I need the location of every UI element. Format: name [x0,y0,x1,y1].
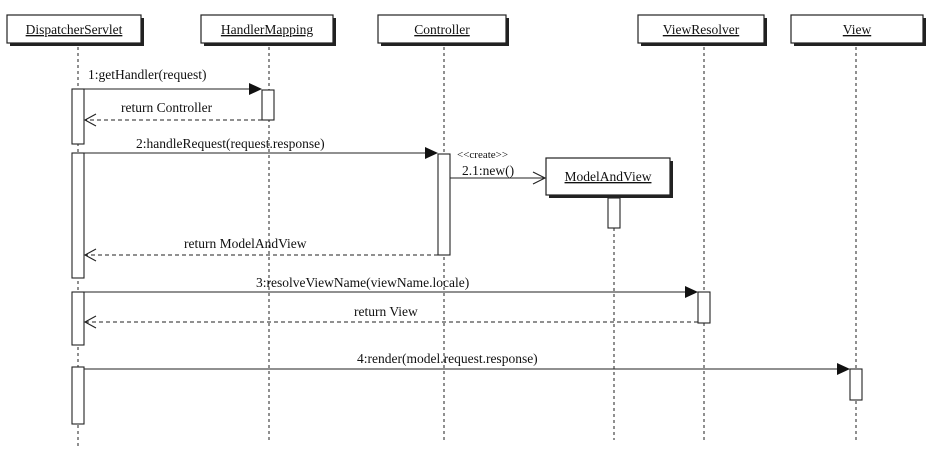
message-return-modelandview: return ModelAndView [83,236,438,262]
participant-viewresolver-label: ViewResolver [663,22,740,37]
message-gethandler-label: 1:getHandler(request) [88,67,206,82]
message-handlerequest: 2:handleRequest(request.response) [84,136,438,159]
activation-dispatcher-4 [71,366,85,425]
message-render-label: 4:render(model.request.response) [357,351,538,366]
activation-modelandview [607,197,621,229]
activation-dispatcher-2 [71,152,85,279]
activation-handlermapping [261,89,275,121]
message-create-stereotype: <<create>> [457,149,508,161]
participant-controller-label: Controller [414,22,470,37]
participant-handlermapping-label: HandlerMapping [221,22,313,37]
participant-view-label: View [843,22,872,37]
message-render: 4:render(model.request.response) [84,351,850,375]
participant-controller: Controller [377,14,509,46]
participant-modelandview-label: ModelAndView [565,169,652,184]
message-gethandler: 1:getHandler(request) [84,67,262,95]
message-resolveviewname-label: 3:resolveViewName(viewName.locale) [256,275,469,290]
participant-viewresolver: ViewResolver [637,14,767,46]
participant-modelandview: ModelAndView [545,157,673,198]
message-handlerequest-label: 2:handleRequest(request.response) [136,136,325,151]
participant-dispatcher-label: DispatcherServlet [26,22,123,37]
message-return-modelandview-label: return ModelAndView [184,236,307,251]
participant-handlermapping: HandlerMapping [200,14,336,46]
message-create-modelandview: <<create>> 2.1:new() [450,149,547,185]
activation-dispatcher-1 [71,88,85,145]
message-return-view-label: return View [354,304,418,319]
message-resolveviewname: 3:resolveViewName(viewName.locale) [84,275,698,298]
activation-dispatcher-3 [71,291,85,346]
activation-controller [437,153,451,256]
activation-view [849,368,863,401]
message-return-controller: return Controller [83,100,262,127]
participant-dispatcher: DispatcherServlet [6,14,144,46]
message-return-view: return View [83,304,698,329]
activation-viewresolver [697,291,711,324]
participant-view: View [790,14,926,46]
message-return-controller-label: return Controller [121,100,213,115]
message-create-label: 2.1:new() [462,163,514,178]
